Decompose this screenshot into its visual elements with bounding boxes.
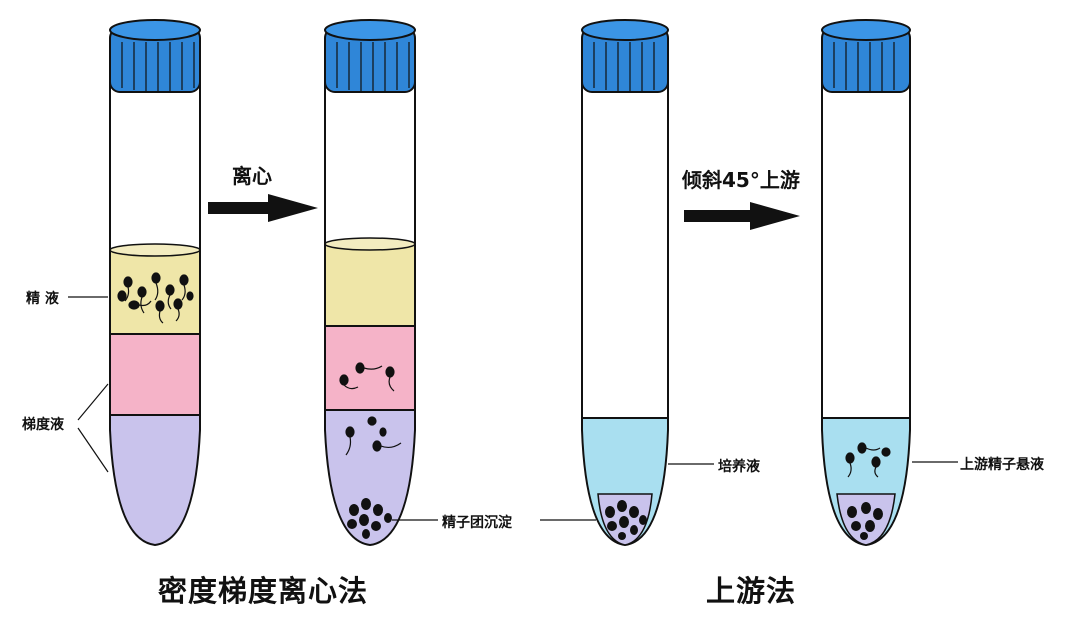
- sperm-cluster-semen: [117, 272, 194, 324]
- tube-1-before-centrifuge: [109, 19, 201, 547]
- tube-4-after-swim-up: [821, 19, 911, 547]
- tube-3-swim-up-start: [581, 19, 669, 547]
- tube-3-cap: [581, 19, 669, 93]
- tube-2-after-centrifuge: [324, 19, 416, 547]
- label-swimup-suspension: 上游精子悬液: [960, 457, 1044, 473]
- arrow-centrifuge: [208, 194, 318, 222]
- tube-2-cap: [324, 19, 416, 93]
- step-label-tilt-swim-up: 倾斜45°上游: [682, 168, 800, 192]
- leader-gradient-purple: [77, 427, 109, 473]
- arrow-swim-up: [684, 202, 800, 230]
- tube-2-meniscus: [324, 237, 416, 251]
- sperm-motile-gradient: [339, 362, 402, 456]
- tube-2-semen-layer: [324, 243, 416, 327]
- sperm-pellet-tube-3: [605, 500, 647, 540]
- tube-1-pink-layer: [109, 332, 201, 416]
- label-pellet: 精子团沉淀: [442, 515, 512, 531]
- tube-2-purple-layer: [324, 409, 416, 547]
- label-culture-medium: 培养液: [718, 459, 760, 475]
- sperm-pellet-tube-4: [847, 502, 883, 540]
- sperm-swimup-suspension: [845, 442, 891, 478]
- title-swim-up: 上游法: [706, 574, 797, 608]
- step-label-centrifuge: 离心: [232, 164, 272, 188]
- title-density-gradient: 密度梯度离心法: [158, 574, 369, 608]
- sperm-pellet-tube-2: [347, 498, 392, 539]
- tube-1-meniscus: [109, 243, 201, 257]
- tube-4-cap: [821, 19, 911, 93]
- tube-2-pink-layer: [324, 325, 416, 411]
- tube-1-cap: [109, 19, 201, 93]
- label-gradient: 梯度液: [22, 417, 64, 433]
- leader-gradient-pink: [77, 383, 109, 421]
- label-semen: 精 液: [26, 291, 59, 307]
- tube-1-purple-layer: [109, 413, 201, 547]
